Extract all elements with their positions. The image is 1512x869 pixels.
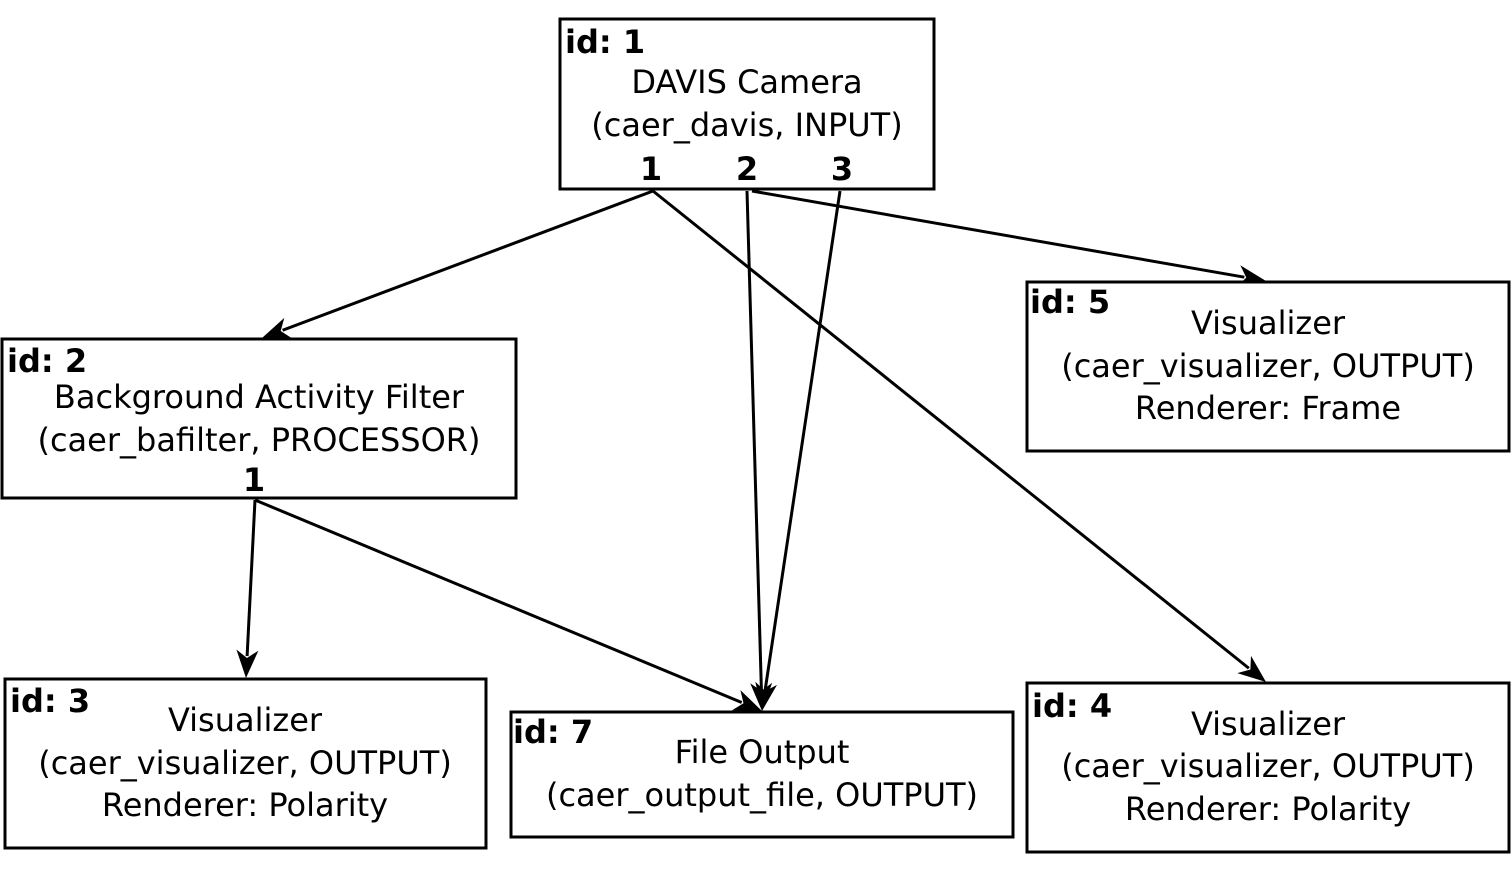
arrowhead-n1-1-n4 xyxy=(1237,655,1266,682)
node-title: Background Activity Filter xyxy=(54,378,465,416)
node-file-output[interactable]: id: 7 File Output (caer_output_file, OUT… xyxy=(509,710,1015,839)
node-background-activity-filter[interactable]: id: 2 Background Activity Filter (caer_b… xyxy=(0,337,518,500)
arrowhead-n2-1-n7 xyxy=(731,690,762,711)
node-id-label: id: 7 xyxy=(513,713,593,751)
node-box xyxy=(558,17,936,191)
output-port-2: 2 xyxy=(736,150,758,188)
node-id-label: id: 3 xyxy=(10,682,90,720)
arrowhead-n2-1-n3 xyxy=(236,649,259,678)
node-id-label: id: 1 xyxy=(565,23,645,61)
edge-n2-1-n3 xyxy=(245,499,257,657)
output-port-1: 1 xyxy=(640,150,662,188)
node-box xyxy=(0,337,518,500)
node-visualizer-polarity-3[interactable]: id: 3 Visualizer (caer_visualizer, OUTPU… xyxy=(3,677,488,850)
output-port-1: 1 xyxy=(243,461,265,499)
node-visualizer-polarity-4[interactable]: id: 4 Visualizer (caer_visualizer, OUTPU… xyxy=(1025,681,1511,854)
node-renderer: Renderer: Frame xyxy=(1135,389,1401,427)
edge-n1-2-n5 xyxy=(751,189,1245,279)
node-module-type: (caer_visualizer, OUTPUT) xyxy=(1061,747,1475,785)
node-module-type: (caer_visualizer, OUTPUT) xyxy=(1061,347,1475,385)
output-port-3: 3 xyxy=(831,150,853,188)
arrowhead-n1-1-n2 xyxy=(262,317,293,339)
node-visualizer-frame-5[interactable]: id: 5 Visualizer (caer_visualizer, OUTPU… xyxy=(1025,280,1511,453)
node-module-type: (caer_output_file, OUTPUT) xyxy=(546,776,978,814)
node-module-type: (caer_davis, INPUT) xyxy=(591,106,902,144)
node-box xyxy=(1025,681,1511,854)
node-title: DAVIS Camera xyxy=(631,63,862,101)
node-renderer: Renderer: Polarity xyxy=(1125,790,1411,828)
node-id-label: id: 4 xyxy=(1032,687,1112,725)
edge-n1-1-n4 xyxy=(652,189,1250,670)
node-title: Visualizer xyxy=(168,701,323,739)
node-davis-camera[interactable]: id: 1 DAVIS Camera (caer_davis, INPUT) 1… xyxy=(558,17,936,191)
edge-n1-1-n2 xyxy=(282,189,654,332)
node-box xyxy=(509,710,1015,839)
node-box xyxy=(1025,280,1511,453)
edges-layer xyxy=(236,189,1266,711)
edge-n1-3-n7 xyxy=(763,190,842,690)
node-module-type: (caer_bafilter, PROCESSOR) xyxy=(37,421,480,459)
node-id-label: id: 2 xyxy=(7,342,87,380)
node-renderer: Renderer: Polarity xyxy=(102,786,388,824)
node-title: Visualizer xyxy=(1191,304,1346,342)
node-id-label: id: 5 xyxy=(1030,283,1110,321)
edge-n2-1-n7 xyxy=(254,498,743,704)
node-title: Visualizer xyxy=(1191,705,1346,743)
node-module-type: (caer_visualizer, OUTPUT) xyxy=(38,744,452,782)
arrowhead-n1-3-n7 xyxy=(755,681,777,711)
node-title: File Output xyxy=(675,733,850,771)
node-box xyxy=(3,677,488,850)
edge-n1-2-n7 xyxy=(745,190,763,690)
